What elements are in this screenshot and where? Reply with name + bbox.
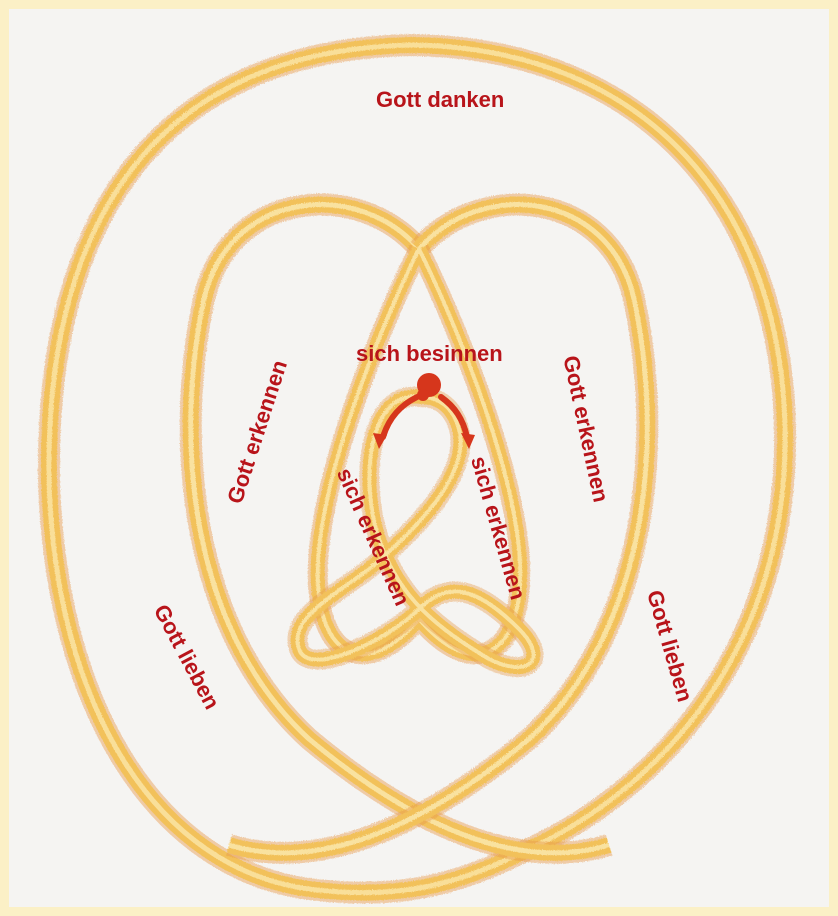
label-gott-danken: Gott danken xyxy=(376,89,504,111)
label-sich-besinnen: sich besinnen xyxy=(356,343,503,365)
outer-loop xyxy=(49,45,785,893)
drawing-frame: Gott danken sich besinnen Gott erkennen … xyxy=(9,9,829,907)
knot-drawing xyxy=(9,9,829,907)
